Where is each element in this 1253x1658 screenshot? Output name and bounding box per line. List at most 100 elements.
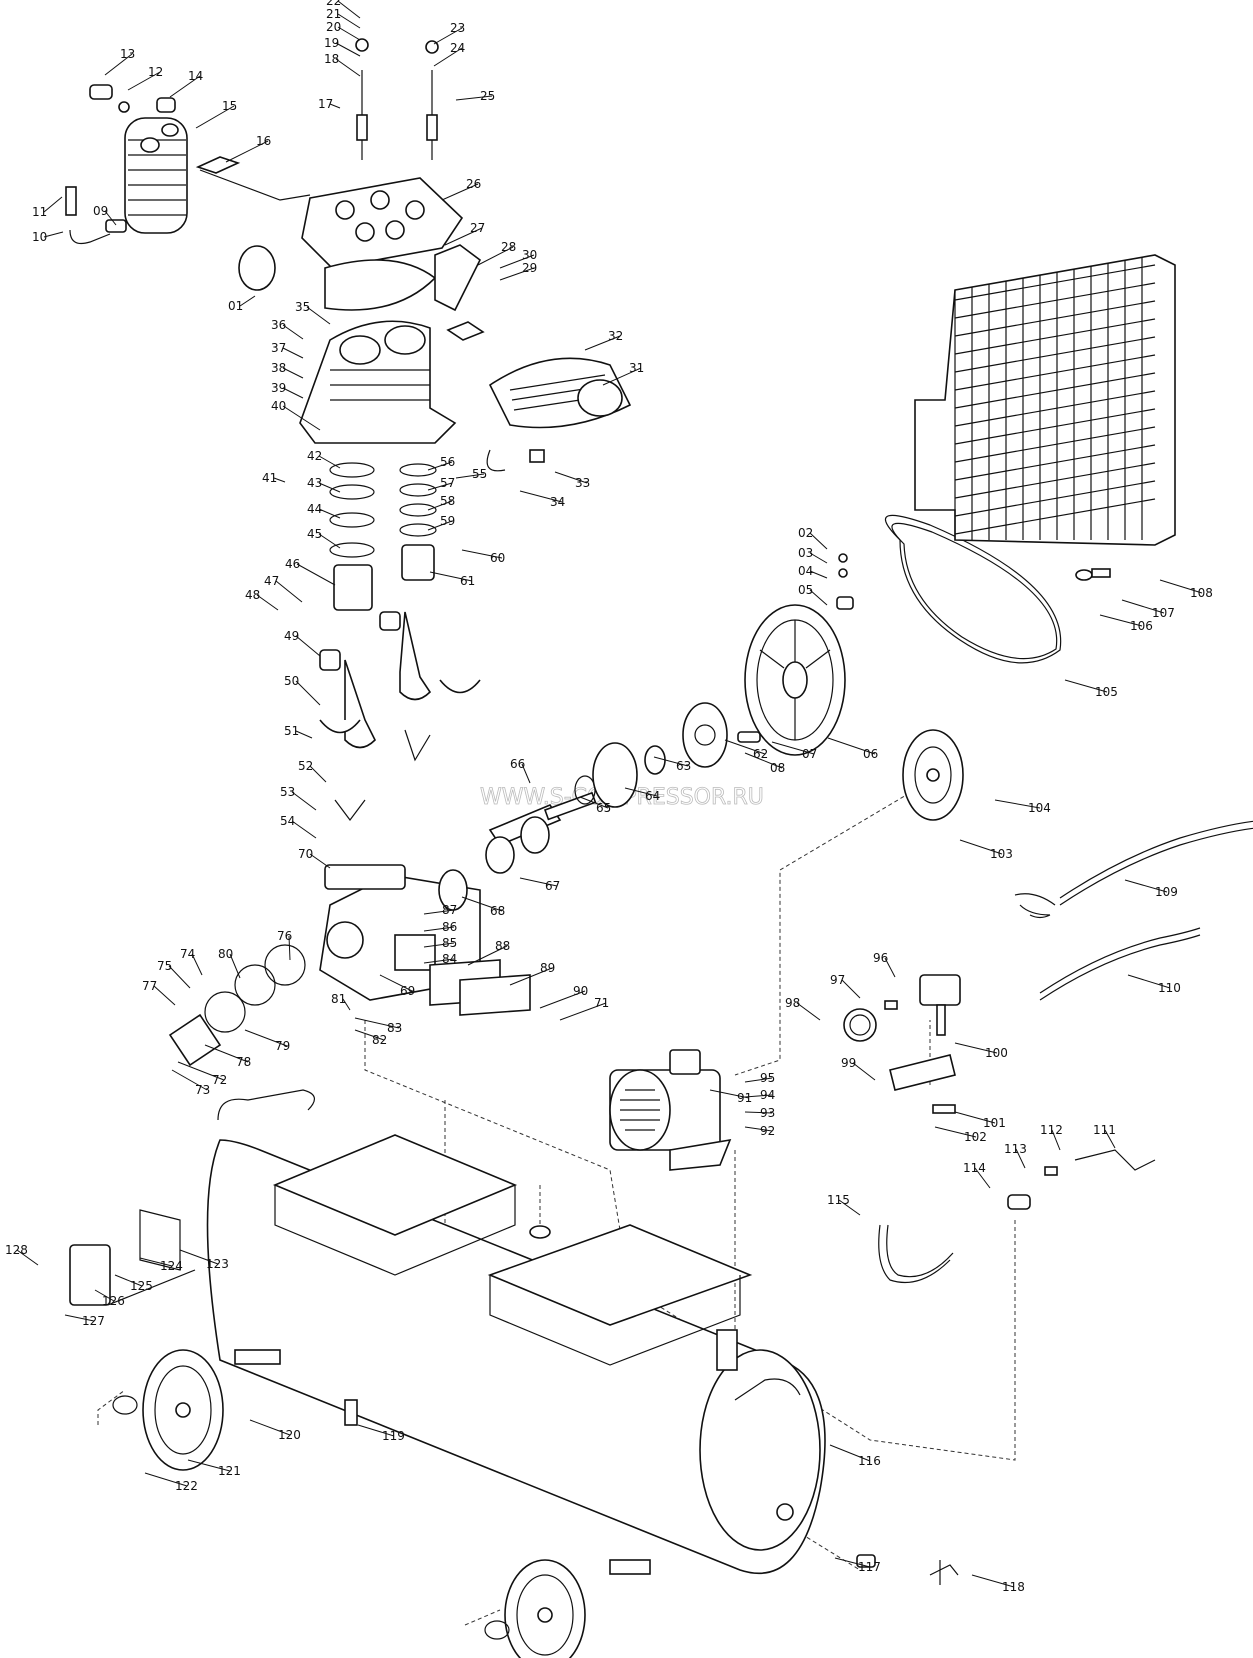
callout-leader bbox=[423, 926, 455, 932]
callout-leader bbox=[249, 1419, 291, 1436]
callout-leader bbox=[1064, 679, 1108, 693]
callout-leader bbox=[994, 799, 1041, 809]
callout-leader bbox=[1159, 579, 1203, 594]
callout-leader bbox=[179, 1249, 219, 1265]
callout-label: 63 bbox=[676, 759, 691, 773]
callout-leader bbox=[744, 752, 783, 769]
callout-leader bbox=[423, 942, 455, 948]
callout-leader bbox=[177, 1061, 225, 1081]
callout-label: 41 bbox=[262, 471, 277, 485]
callout-label: 18 bbox=[324, 52, 339, 66]
callout-leader bbox=[282, 387, 304, 399]
callout-label: 92 bbox=[760, 1124, 775, 1138]
callout-label: 39 bbox=[271, 381, 286, 395]
callout-label: 96 bbox=[873, 951, 888, 965]
callout-label: 36 bbox=[271, 318, 286, 332]
callout-label: 112 bbox=[1040, 1123, 1063, 1137]
callout-label: 54 bbox=[280, 814, 295, 828]
callout-leader bbox=[169, 75, 201, 98]
crankcase bbox=[319, 864, 531, 1016]
callout-label: 32 bbox=[608, 329, 623, 343]
power-cords bbox=[1014, 820, 1253, 1001]
callout-leader bbox=[335, 42, 361, 57]
callout-label: 58 bbox=[440, 494, 455, 508]
callout-leader bbox=[521, 763, 531, 784]
callout-leader bbox=[337, 13, 361, 29]
callout-label: 46 bbox=[285, 557, 300, 571]
callout-leader bbox=[256, 594, 279, 611]
callout-label: 57 bbox=[440, 476, 455, 490]
callout-label: 118 bbox=[1002, 1580, 1025, 1594]
callout-label: 111 bbox=[1093, 1123, 1116, 1137]
callout-label: 01 bbox=[228, 299, 243, 313]
callout-leader bbox=[427, 461, 453, 471]
callout-label: 70 bbox=[298, 847, 313, 861]
callout-label: 77 bbox=[142, 979, 157, 993]
callout-leader bbox=[809, 570, 828, 579]
callout-label: 117 bbox=[858, 1560, 881, 1574]
callout-leader bbox=[288, 935, 291, 961]
callout-leader bbox=[838, 1199, 861, 1216]
callout-leader bbox=[306, 306, 331, 325]
callout-label: 87 bbox=[442, 903, 457, 917]
callout-leader bbox=[423, 909, 455, 915]
callout-leader bbox=[282, 405, 321, 431]
callout-leader bbox=[477, 246, 514, 266]
callout-leader bbox=[954, 1111, 996, 1124]
junction-box bbox=[69, 1209, 196, 1306]
callout-leader bbox=[282, 367, 304, 379]
callout-leader bbox=[559, 1002, 607, 1021]
callout-leader bbox=[168, 965, 191, 989]
callout-label: 71 bbox=[594, 996, 609, 1010]
callout-leader bbox=[519, 877, 558, 887]
callout-label: 95 bbox=[760, 1071, 775, 1085]
callout-leader bbox=[1124, 879, 1168, 893]
callout-leader bbox=[467, 945, 508, 966]
callout-label: 97 bbox=[830, 973, 845, 987]
callout-label: 103 bbox=[990, 847, 1013, 861]
callout-label: 64 bbox=[645, 789, 660, 803]
callout-label: 44 bbox=[307, 502, 322, 516]
callout-leader bbox=[954, 1042, 998, 1054]
callout-leader bbox=[171, 1069, 208, 1091]
callout-leader bbox=[852, 1062, 876, 1081]
callout-label: 25 bbox=[480, 89, 495, 103]
callout-leader bbox=[1015, 1148, 1026, 1169]
callout-label: 82 bbox=[372, 1033, 387, 1047]
callout-leader bbox=[337, 26, 361, 41]
callout-leader bbox=[309, 765, 327, 783]
callout-leader bbox=[427, 482, 453, 491]
callout-label: 120 bbox=[278, 1428, 301, 1442]
callout-leader bbox=[144, 1472, 188, 1487]
callout-label: 107 bbox=[1152, 606, 1175, 620]
callout-label: 79 bbox=[275, 1039, 290, 1053]
callout-label: 76 bbox=[277, 929, 292, 943]
v-belt bbox=[884, 514, 1062, 664]
callout-leader bbox=[43, 231, 64, 238]
callout-leader bbox=[455, 473, 485, 479]
callout-label: 109 bbox=[1155, 885, 1178, 899]
motor-pulley bbox=[902, 729, 964, 821]
callout-label: 03 bbox=[798, 546, 813, 560]
callout-leader bbox=[539, 990, 586, 1009]
callout-label: 74 bbox=[180, 947, 195, 961]
outlet-hose bbox=[878, 1149, 1156, 1284]
callout-label: 30 bbox=[522, 248, 537, 262]
callout-label: 80 bbox=[218, 947, 233, 961]
callout-label: 05 bbox=[798, 583, 813, 597]
callout-label: 122 bbox=[175, 1479, 198, 1493]
callout-leader bbox=[1127, 974, 1171, 989]
callout-label: 86 bbox=[442, 920, 457, 934]
callout-leader bbox=[433, 47, 463, 67]
callout-leader bbox=[104, 210, 117, 226]
callout-leader bbox=[94, 1289, 115, 1302]
callout-leader bbox=[827, 737, 876, 755]
connecting-rods bbox=[319, 611, 481, 821]
callout-label: 116 bbox=[858, 1454, 881, 1468]
callout-leader bbox=[357, 1424, 395, 1437]
guard-fastener bbox=[1075, 568, 1111, 581]
callout-label: 68 bbox=[490, 904, 505, 918]
callout-label: 65 bbox=[596, 801, 611, 815]
callout-leader bbox=[342, 998, 351, 1011]
